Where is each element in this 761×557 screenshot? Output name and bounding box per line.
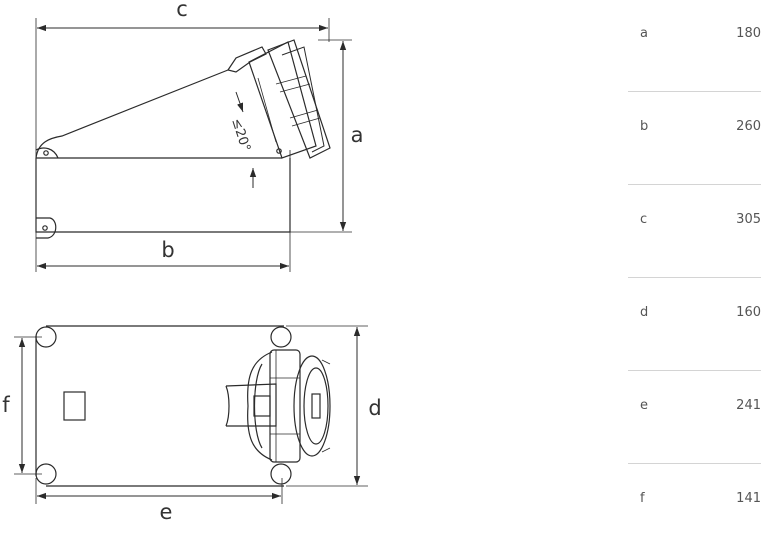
side-view: c b a <box>35 0 364 272</box>
table-row: e 241 <box>628 372 761 464</box>
table-row: b 260 <box>628 93 761 185</box>
dimension-f: f <box>2 338 26 473</box>
row-label: a <box>640 26 648 41</box>
mounting-hole-bottom-right <box>270 463 292 485</box>
row-value: 141 <box>736 491 761 506</box>
tilt-angle-annotation: ≤20° <box>228 91 257 188</box>
row-value: 260 <box>736 119 761 134</box>
dimension-label-b: b <box>161 238 174 262</box>
mounting-hole-bottom-left <box>35 463 57 485</box>
hinge-latch <box>227 46 267 73</box>
dimension-label-a: a <box>351 123 364 147</box>
dimension-label-f: f <box>2 393 10 417</box>
tilt-angle-label: ≤20° <box>228 117 253 154</box>
dimension-label-d: d <box>368 396 381 420</box>
table-row: f 141 <box>628 465 761 557</box>
dimension-table: a 180 b 260 c 305 d 160 e 241 f 141 <box>628 0 761 522</box>
technical-drawing: c b a <box>2 0 382 522</box>
mounting-lug-bottom <box>36 217 57 239</box>
row-value: 160 <box>736 305 761 320</box>
row-label: f <box>640 491 645 506</box>
knockout-window <box>63 391 86 421</box>
row-value: 241 <box>736 398 761 413</box>
dimension-label-c: c <box>176 0 188 21</box>
dimension-b: b <box>37 238 289 270</box>
dimension-label-e: e <box>160 500 173 522</box>
housing-side-outline <box>35 69 291 233</box>
row-label: e <box>640 398 648 413</box>
row-label: d <box>640 305 649 320</box>
mounting-lug-top <box>35 147 59 159</box>
dimension-d: d <box>353 327 382 485</box>
mounting-hole-top-left <box>35 326 57 348</box>
table-row: a 180 <box>628 0 761 92</box>
dimension-e: e <box>37 492 281 522</box>
row-value: 180 <box>736 26 761 41</box>
row-label: c <box>640 212 648 227</box>
lid-latch-top <box>225 383 277 427</box>
housing-top-outline <box>35 325 284 487</box>
socket-head-side <box>248 39 331 159</box>
table-row: d 160 <box>628 279 761 371</box>
table-row: c 305 <box>628 186 761 278</box>
top-view: d f e <box>2 325 382 522</box>
dimension-a: a <box>339 41 364 231</box>
mounting-hole-top-right <box>270 326 292 348</box>
dimension-c: c <box>37 0 328 32</box>
row-label: b <box>640 119 649 134</box>
socket-head-top <box>247 349 331 463</box>
row-value: 305 <box>736 212 761 227</box>
